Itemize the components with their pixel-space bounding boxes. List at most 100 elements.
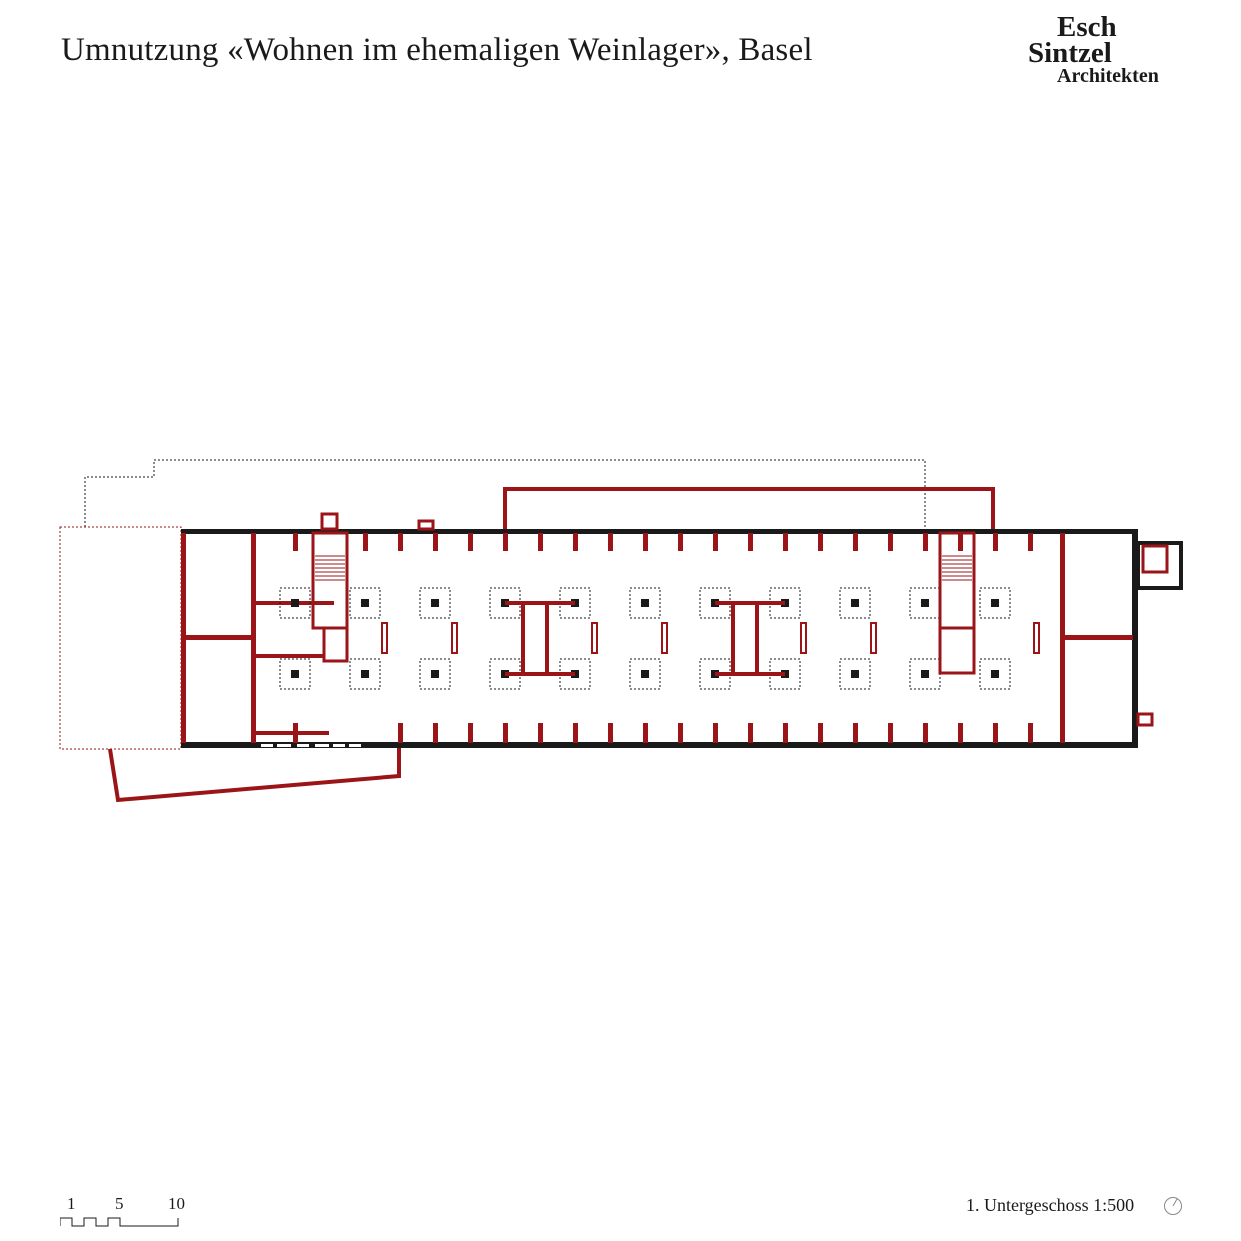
pilaster bbox=[923, 533, 928, 551]
pilaster bbox=[538, 723, 543, 743]
logo-line-2: Sintzel bbox=[1028, 37, 1112, 69]
column-footprint bbox=[629, 658, 661, 690]
column bbox=[361, 599, 369, 607]
south-windows bbox=[261, 744, 361, 747]
context-outline bbox=[84, 459, 926, 529]
pilaster bbox=[573, 533, 578, 551]
structural-columns bbox=[279, 587, 1011, 690]
column bbox=[851, 599, 859, 607]
plan-caption: 1. Untergeschoss 1:500 bbox=[966, 1195, 1135, 1215]
pilaster bbox=[643, 723, 648, 743]
pilaster bbox=[398, 723, 403, 743]
pilaster bbox=[363, 533, 368, 551]
page-title: Umnutzung «Wohnen im ehemaligen Weinlage… bbox=[61, 32, 813, 68]
pilaster bbox=[748, 723, 753, 743]
pilaster bbox=[958, 723, 963, 743]
south-wall bbox=[181, 742, 1137, 748]
shaft bbox=[870, 622, 877, 654]
column bbox=[361, 670, 369, 678]
stair-treads bbox=[315, 555, 972, 581]
scale-label-1: 1 bbox=[67, 1194, 76, 1213]
column bbox=[921, 599, 929, 607]
pilaster bbox=[818, 723, 823, 743]
column bbox=[291, 670, 299, 678]
pilaster bbox=[958, 533, 963, 551]
column-footprint bbox=[419, 587, 451, 619]
pilaster bbox=[433, 723, 438, 743]
pilaster bbox=[503, 723, 508, 743]
pilaster bbox=[398, 533, 403, 551]
column bbox=[291, 599, 299, 607]
column-footprint bbox=[979, 658, 1011, 690]
pilaster bbox=[643, 533, 648, 551]
column-footprint bbox=[279, 587, 311, 619]
shaft bbox=[800, 622, 807, 654]
annex-small bbox=[1136, 712, 1154, 727]
pilaster bbox=[713, 723, 718, 743]
pilaster bbox=[293, 723, 298, 743]
column-footprint bbox=[349, 587, 381, 619]
light-well bbox=[417, 519, 435, 531]
pilaster bbox=[993, 533, 998, 551]
beam bbox=[755, 603, 759, 674]
pilaster bbox=[783, 533, 788, 551]
pilaster bbox=[573, 723, 578, 743]
beam bbox=[505, 672, 575, 676]
beam bbox=[521, 603, 525, 674]
column-footprint bbox=[419, 658, 451, 690]
shaft bbox=[1033, 622, 1040, 654]
column-footprint bbox=[279, 658, 311, 690]
column bbox=[851, 670, 859, 678]
pilaster bbox=[853, 723, 858, 743]
pilaster bbox=[468, 533, 473, 551]
column bbox=[641, 670, 649, 678]
pilaster bbox=[853, 533, 858, 551]
adjacent-building-outline bbox=[59, 526, 182, 750]
east-wall bbox=[1132, 529, 1138, 748]
stair-right bbox=[938, 531, 976, 675]
pilaster bbox=[748, 533, 753, 551]
beam bbox=[505, 601, 575, 605]
beams bbox=[505, 601, 785, 676]
north-wall bbox=[181, 529, 1137, 534]
pilaster bbox=[818, 533, 823, 551]
annex-shaft bbox=[1141, 544, 1169, 574]
shaft bbox=[661, 622, 668, 654]
beam bbox=[715, 672, 785, 676]
scale-bar-graphic bbox=[60, 1217, 179, 1227]
column-footprint bbox=[979, 587, 1011, 619]
logo-line-3: Architekten bbox=[1057, 65, 1159, 87]
pilaster bbox=[888, 533, 893, 551]
column bbox=[991, 670, 999, 678]
column-footprint bbox=[629, 587, 661, 619]
pilaster bbox=[993, 723, 998, 743]
beam bbox=[715, 601, 785, 605]
pilaster bbox=[923, 723, 928, 743]
shaft bbox=[591, 622, 598, 654]
scale-label-5: 5 bbox=[115, 1194, 124, 1213]
pilaster bbox=[293, 533, 298, 551]
beam bbox=[731, 603, 735, 674]
column-footprint bbox=[839, 658, 871, 690]
column bbox=[431, 670, 439, 678]
column-footprint bbox=[839, 587, 871, 619]
shaft bbox=[451, 622, 458, 654]
pilaster bbox=[1028, 533, 1033, 551]
pilaster bbox=[678, 723, 683, 743]
pilaster bbox=[608, 533, 613, 551]
shafts bbox=[381, 622, 1040, 654]
column bbox=[641, 599, 649, 607]
column bbox=[991, 599, 999, 607]
column bbox=[431, 599, 439, 607]
stair-left bbox=[311, 512, 349, 663]
pilaster bbox=[888, 723, 893, 743]
beam bbox=[545, 603, 549, 674]
pilaster bbox=[538, 533, 543, 551]
ramp-wall bbox=[108, 747, 401, 803]
pilaster bbox=[1028, 723, 1033, 743]
column bbox=[921, 670, 929, 678]
pilaster bbox=[468, 723, 473, 743]
pilaster bbox=[678, 533, 683, 551]
pilaster bbox=[433, 533, 438, 551]
